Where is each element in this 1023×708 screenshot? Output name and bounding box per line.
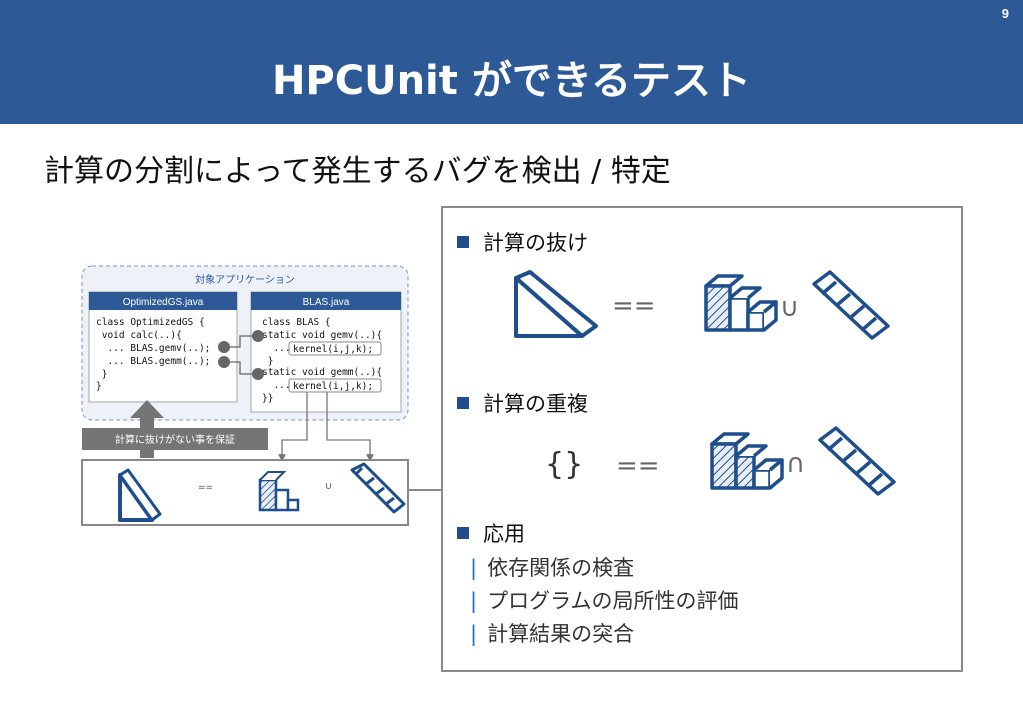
staircase-diagonal-icon <box>812 270 890 340</box>
sub-marker: | <box>470 589 478 613</box>
intersect-symbol: ∩ <box>786 449 805 479</box>
connector-dot <box>218 356 230 368</box>
eq-symbol: == <box>612 291 656 321</box>
sub-item-label: 依存関係の検査 <box>487 556 635 580</box>
union-small: ∪ <box>325 481 332 492</box>
guarantee-label: 計算に抜けがない事を保証 <box>115 433 235 446</box>
file2-code: class BLAS { static void gemv(..){ ... }… <box>262 317 382 404</box>
file1-line: void calc(..){ <box>96 330 182 341</box>
page-number: 9 <box>1001 6 1009 21</box>
sub-item: | プログラムの局所性の評価 <box>470 585 738 615</box>
title-bar: 9 HPCUnit ができるテスト <box>0 0 1023 124</box>
bullet-square-icon <box>457 397 469 409</box>
file1-line: } <box>96 381 102 392</box>
kernel-call-label: kernel(i,j,k); <box>293 381 373 392</box>
slide-title: HPCUnit ができるテスト <box>271 58 752 104</box>
target-app-label: 対象アプリケーション <box>195 273 295 286</box>
call-connectors <box>226 335 257 375</box>
sub-item: | 依存関係の検査 <box>470 552 634 582</box>
sub-marker: | <box>470 622 478 646</box>
down-arrow-icon <box>278 392 308 462</box>
kernel-call-box <box>288 341 382 356</box>
connector-dot <box>252 368 264 380</box>
slide-subtitle: 計算の分割によって発生するバグを検出 / 特定 <box>44 154 671 189</box>
bullet-square-icon <box>457 236 469 248</box>
kernel-call-label: kernel(i,j,k); <box>293 344 373 355</box>
staircase-hatched-icon <box>258 471 300 512</box>
file2-line: class BLAS { <box>262 317 331 328</box>
connector-dot <box>252 330 264 342</box>
staircase-diagonal-icon <box>350 462 406 514</box>
eq-small: == <box>198 483 213 493</box>
file1-box <box>88 291 238 403</box>
file1-line: class OptimizedGS { <box>96 317 205 328</box>
file2-line: }} <box>262 393 273 404</box>
file1-header <box>89 292 237 310</box>
down-arrow-icon <box>326 392 374 462</box>
file2-header <box>251 292 401 310</box>
bullet-overlap: 計算の重複 <box>457 388 588 418</box>
file2-line: ... <box>262 343 291 354</box>
triangle-prism-icon <box>514 270 598 338</box>
union-symbol: ∪ <box>780 293 799 323</box>
sub-marker: | <box>470 556 478 580</box>
kernel-call-box <box>288 378 382 393</box>
staircase-diagonal-icon <box>818 426 896 496</box>
file2-line: ... <box>262 380 291 391</box>
file2-name: BLAS.java <box>303 297 350 308</box>
connector-dot <box>218 341 230 353</box>
sub-item: | 計算結果の突合 <box>470 618 634 648</box>
file1-code: class OptimizedGS { void calc(..){ ... B… <box>96 317 210 392</box>
bullet-label: 計算の抜け <box>483 231 588 255</box>
bullet-square-icon <box>457 527 469 539</box>
bullet-label: 応用 <box>483 522 525 546</box>
file1-line: } <box>96 369 107 380</box>
sub-item-label: 計算結果の突合 <box>487 622 635 646</box>
file2-line: } <box>262 356 273 367</box>
test-types-panel <box>441 206 963 672</box>
staircase-hatched-icon <box>710 432 784 490</box>
file1-line: ... BLAS.gemv(..); <box>96 343 210 354</box>
file2-line: static void gemm(..){ <box>262 367 382 378</box>
file2-line: static void gemv(..){ <box>262 330 382 341</box>
bullet-missing: 計算の抜け <box>457 227 588 257</box>
guarantee-label-box <box>82 428 268 450</box>
empty-set-symbol: {} <box>545 447 583 482</box>
bullet-label: 計算の重複 <box>483 392 588 416</box>
file1-name: OptimizedGS.java <box>123 297 204 308</box>
bullet-application: 応用 <box>457 518 525 548</box>
file1-line: ... BLAS.gemm(..); <box>96 356 210 367</box>
sub-item-label: プログラムの局所性の評価 <box>487 589 739 613</box>
eq-symbol: == <box>616 451 660 481</box>
staircase-hatched-icon <box>704 274 778 332</box>
